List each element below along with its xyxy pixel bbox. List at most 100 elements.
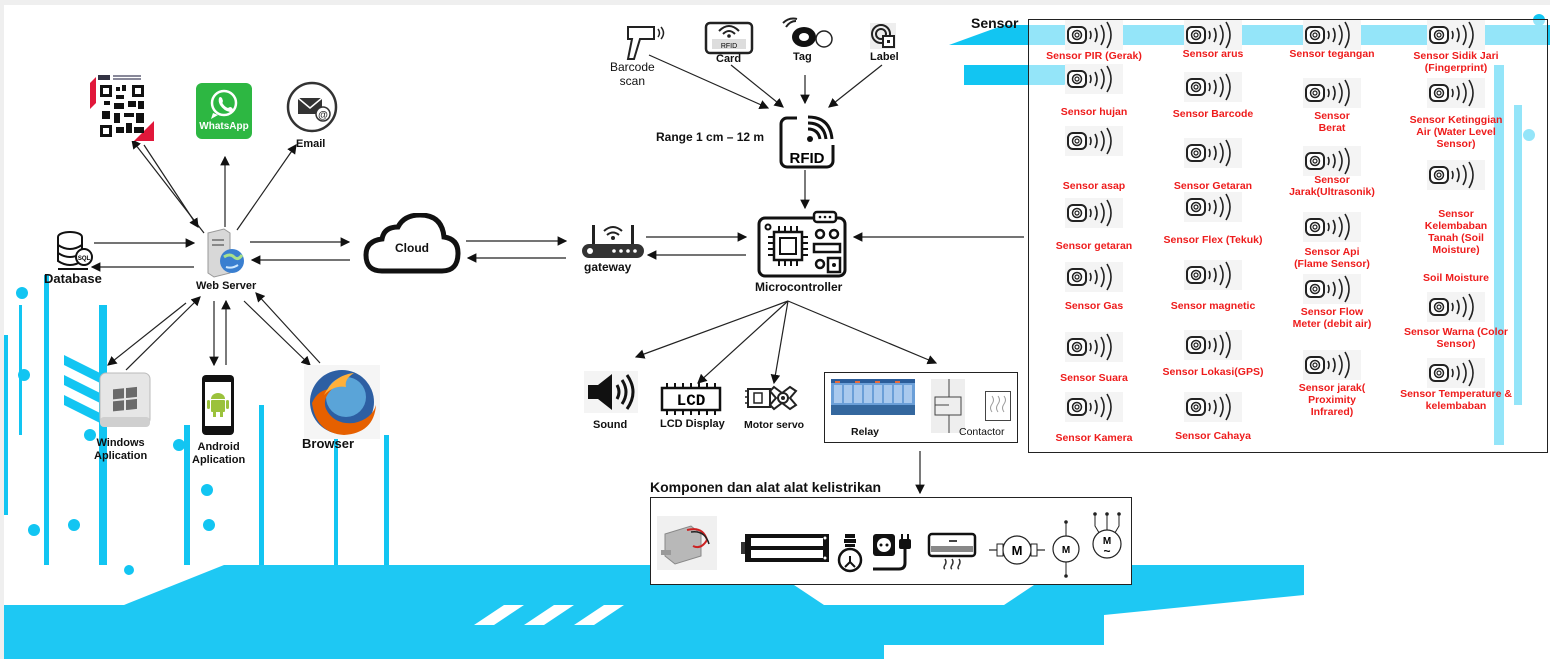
- contactor-icon: [934, 379, 962, 433]
- sensor-label: Sensor Jarak(Ultrasonik): [1289, 174, 1375, 199]
- whatsapp-label: WhatsApp: [199, 121, 249, 132]
- sensor-icon: [1303, 350, 1361, 380]
- solenoid-lock-icon: [661, 525, 710, 565]
- sensor-label: Sensor Api (Flame Sensor): [1294, 246, 1370, 271]
- sensor-label: Sensor Kelembaban Tanah (Soil Moisture): [1424, 208, 1488, 257]
- sensor-label: Sensor Lokasi(GPS): [1162, 366, 1264, 378]
- web-server-label: Web Server: [196, 280, 257, 292]
- sensor-label: Sensor Berat: [1314, 110, 1350, 135]
- connector-lines: [90, 54, 1024, 495]
- cloud-icon: [363, 212, 461, 274]
- sensor-icon: [1427, 292, 1485, 322]
- power-socket: [871, 532, 915, 572]
- browser-label: Browser: [302, 436, 355, 451]
- sensor-label: Sensor tegangan: [1289, 48, 1375, 60]
- magnetic-lock: [741, 534, 831, 562]
- sensor-icon: [1065, 262, 1123, 292]
- contactor-symbol: [931, 379, 965, 433]
- sensor-icon: [1303, 212, 1361, 242]
- dc-motor: M: [989, 534, 1045, 566]
- svg-text:RFID: RFID: [721, 43, 737, 50]
- android-app-node: [200, 373, 236, 437]
- rfid-label-icon: [871, 24, 895, 48]
- sensor-panel-title: Sensor: [971, 15, 1019, 31]
- key-tag-icon: [782, 17, 833, 48]
- svg-text:LCD: LCD: [677, 392, 706, 410]
- sensor-icon: [1184, 138, 1242, 168]
- sensor-label: Sensor getaran: [1055, 240, 1133, 252]
- servo-motor-icon: [745, 385, 798, 411]
- sensor-icon: [1427, 160, 1485, 190]
- sensor-label: Sensor Barcode: [1172, 108, 1254, 120]
- lcd-display-label: LCD Display: [660, 418, 725, 430]
- sensor-icon: [1184, 330, 1242, 360]
- solenoid-lock: [657, 516, 717, 570]
- whatsapp-icon: [210, 89, 238, 119]
- rfid-label-node: [870, 23, 896, 49]
- sensor-label: Sensor Kamera: [1055, 432, 1133, 444]
- contactor-coil: [985, 391, 1011, 421]
- electrical-components-title: Komponen dan alat alat kelistrikan: [650, 479, 882, 495]
- barcode-scan-label: Barcode scan: [610, 60, 655, 88]
- sensor-icon: [1065, 20, 1123, 50]
- sensor-icon: [1065, 64, 1123, 94]
- firefox-icon: [310, 370, 376, 435]
- svg-text:RFID: RFID: [790, 150, 825, 167]
- sensor-label: Sensor Suara: [1060, 372, 1128, 384]
- sensor-icon: [1303, 274, 1361, 304]
- sensor-label: Sensor Warna (Color Sensor): [1403, 326, 1509, 351]
- windows-app-label: Windows Aplication: [94, 437, 148, 462]
- rfid-tag-node: [780, 17, 836, 51]
- sensor-label: Sensor Flex (Tekuk): [1163, 234, 1263, 246]
- svg-text:SQL: SQL: [78, 256, 91, 262]
- motor-symbol: M: [1051, 518, 1081, 580]
- sensor-label: Sensor jarak( Proximity Infrared): [1298, 382, 1366, 419]
- sensor-icon: [1303, 146, 1361, 176]
- sensor-label: Soil Moisture: [1423, 272, 1489, 284]
- magnetic-lock-icon: [741, 534, 829, 562]
- contactor-label: Contactor: [959, 426, 1005, 438]
- qr-code-node: [90, 73, 154, 141]
- sensor-icon: [1184, 192, 1242, 222]
- gateway-label: gateway: [584, 260, 632, 274]
- relay-board-icon: [831, 379, 915, 415]
- light-bulb-icon: [837, 534, 863, 573]
- diagram-canvas: WhatsApp @ Email SQL Database: [4, 5, 1550, 659]
- sensor-label: Sensor magnetic: [1170, 300, 1256, 312]
- sensor-label: Sensor Ketinggian Air (Water Level Senso…: [1409, 114, 1503, 151]
- email-node: @: [286, 81, 338, 133]
- sensor-label: Sensor PIR (Gerak): [1046, 50, 1142, 62]
- cloud-label: Cloud: [395, 241, 429, 255]
- database-node: SQL: [54, 229, 98, 273]
- sensor-label: Sensor Cahaya: [1175, 430, 1251, 442]
- lcd-node: LCD: [660, 383, 722, 415]
- qr-code-icon: [90, 75, 154, 141]
- gateway-node: [580, 219, 646, 263]
- cloud-node: Cloud: [362, 212, 462, 275]
- sensor-label: Sensor Flow Meter (debit air): [1292, 306, 1372, 331]
- email-label: Email: [296, 138, 326, 150]
- windows-icon: [99, 372, 151, 427]
- sensor-label: Sensor Temperature & kelembaban: [1400, 388, 1512, 413]
- relay-label: Relay: [851, 426, 880, 438]
- tag-label: Tag: [793, 51, 812, 63]
- svg-text:M: M: [1012, 543, 1023, 558]
- rfid-card-icon: RFID: [704, 21, 754, 55]
- browser-node: [304, 365, 380, 439]
- ac-motor-icon: M ~: [1092, 512, 1122, 559]
- whatsapp-node: WhatsApp: [196, 83, 252, 139]
- web-server-node: [202, 227, 248, 279]
- sensor-icon: [1427, 20, 1485, 50]
- sensor-icon: [1184, 72, 1242, 102]
- sound-label: Sound: [593, 419, 628, 431]
- relay-board: [831, 379, 915, 415]
- relay-contactor-box: Relay Contactor: [824, 372, 1018, 443]
- dc-motor-icon: M: [989, 535, 1045, 565]
- email-icon: @: [286, 81, 338, 133]
- motor-icon: M: [1052, 520, 1080, 578]
- sensor-icon: [1184, 260, 1242, 290]
- sensor-label: Sensor Sidik Jari (Fingerprint): [1413, 50, 1499, 75]
- air-conditioner: [927, 532, 977, 570]
- sensor-label: Sensor asap: [1062, 180, 1126, 192]
